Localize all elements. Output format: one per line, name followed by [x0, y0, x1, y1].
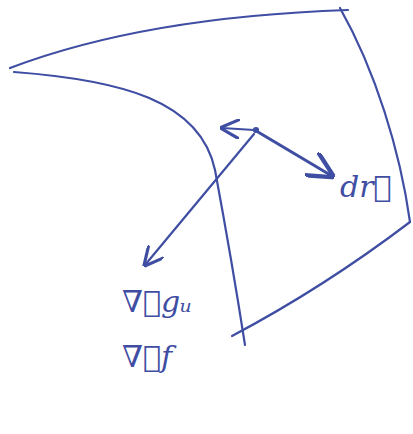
- surface-left-edge: [14, 72, 245, 345]
- gradient-arrow: [145, 134, 254, 265]
- surface-right-edge: [340, 8, 410, 222]
- vector-label: dr⃗: [340, 170, 392, 203]
- dr-arrow: [258, 132, 332, 176]
- short-arrow: [222, 128, 254, 130]
- surface-bottom-edge: [232, 222, 410, 336]
- surface-top-edge: [10, 10, 348, 68]
- gradient-label: ∇⃗f: [122, 340, 172, 373]
- gradient-label: ∇⃗gᵤ: [122, 285, 192, 318]
